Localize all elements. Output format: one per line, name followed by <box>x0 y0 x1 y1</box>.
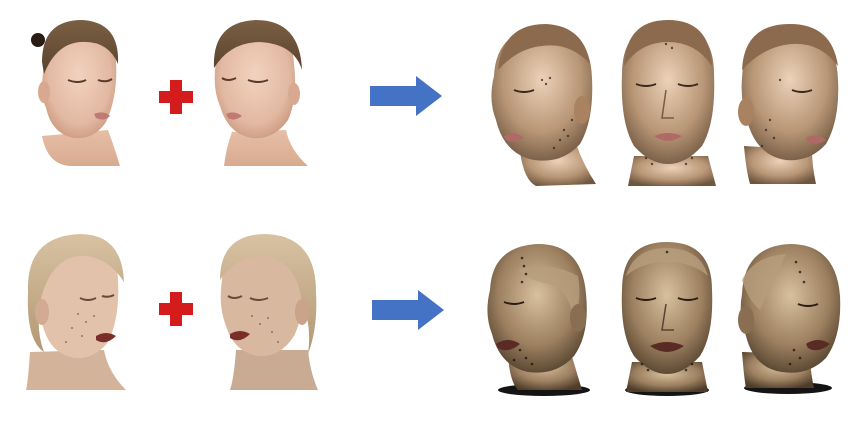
reconstruction-left-view <box>491 24 596 186</box>
input-photo-right-profile <box>220 234 318 390</box>
expression-row-1 <box>0 0 866 200</box>
arrow-right-icon <box>372 290 444 330</box>
plus-icon <box>159 80 193 114</box>
input-photo-left-profile <box>26 234 126 390</box>
reconstruction-front-view <box>621 242 713 396</box>
reconstruction-left-view <box>487 244 590 396</box>
plus-icon <box>159 292 193 326</box>
expression-row-2 <box>0 210 866 421</box>
reconstruction-front-view <box>621 20 716 186</box>
input-photo-left-profile <box>31 20 120 166</box>
arrow-right-icon <box>370 76 442 116</box>
reconstruction-right-view <box>738 24 839 184</box>
reconstruction-right-view <box>738 244 841 394</box>
input-photo-right-profile <box>213 20 308 166</box>
